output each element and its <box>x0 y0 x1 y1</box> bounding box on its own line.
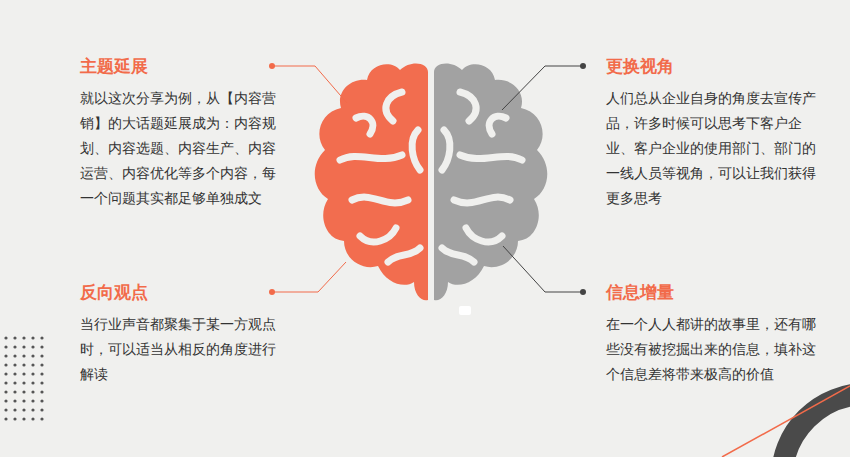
section-heading: 信息增量 <box>606 282 674 302</box>
section-body: 就以这次分享为例，从【内容营销】的大话题延展成为：内容规划、内容选题、内容生产、… <box>80 86 280 211</box>
section-body: 在一个人人都讲的故事里，还有哪些没有被挖掘出来的信息，填补这个信息差将带来极高的… <box>606 312 818 387</box>
section-body: 人们总从企业自身的角度去宣传产品，许多时候可以思考下客户企业、客户企业的使用部门… <box>606 86 818 211</box>
section-body: 当行业声音都聚集于某一方观点时，可以适当从相反的角度进行解读 <box>80 312 280 387</box>
section-heading: 反向观点 <box>80 282 148 302</box>
section-heading: 更换视角 <box>606 56 674 76</box>
section-heading: 主题延展 <box>80 56 148 76</box>
